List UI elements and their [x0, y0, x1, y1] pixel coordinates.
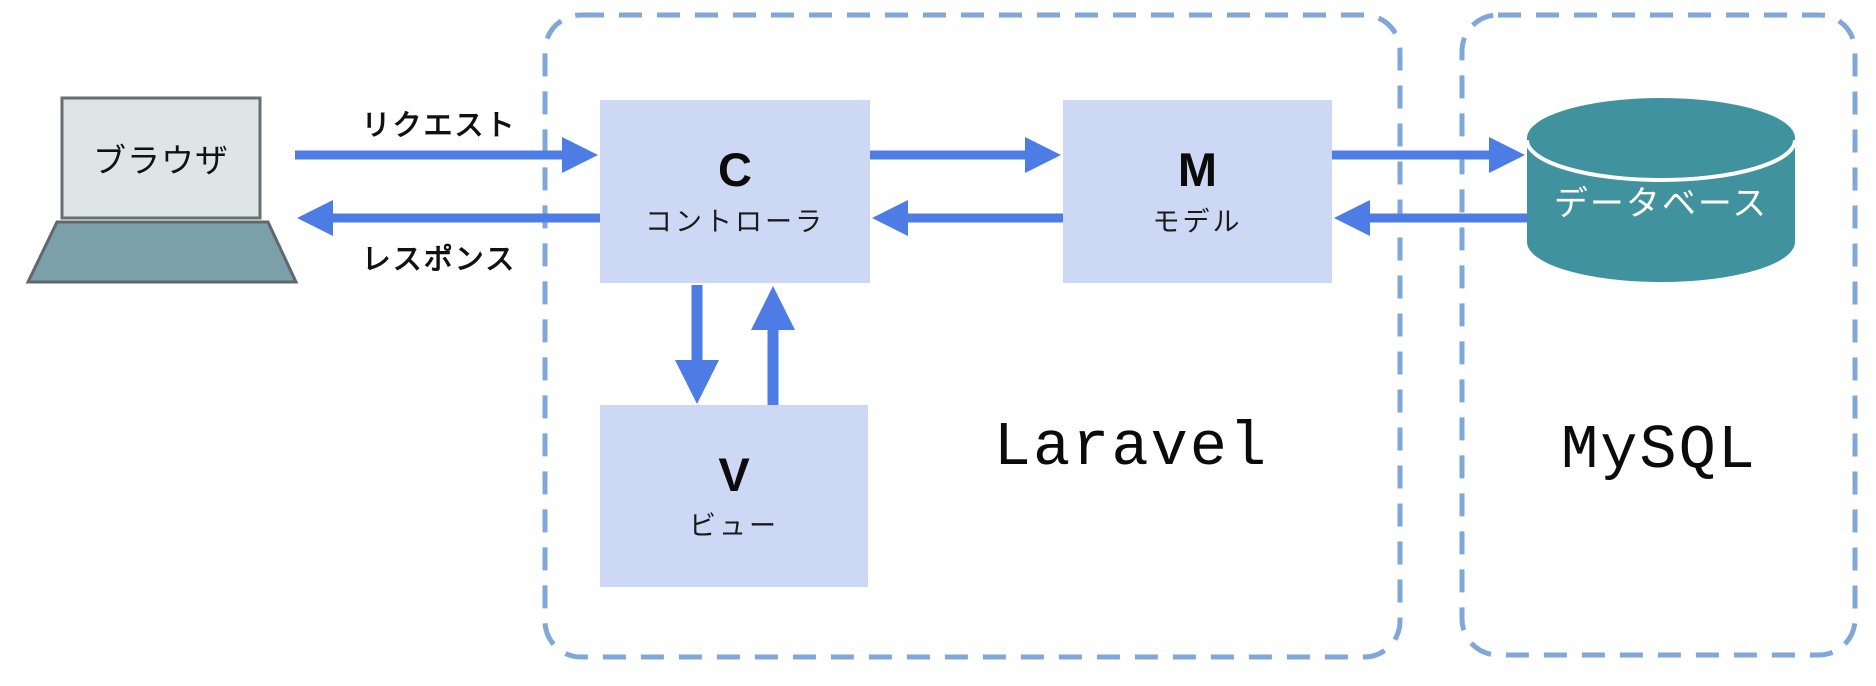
response-label: レスポンス	[361, 244, 517, 276]
controller-letter: C	[718, 143, 752, 197]
mysql-zone-label: MySQL	[1560, 415, 1758, 486]
model-label: モデル	[1152, 206, 1243, 237]
database-cylinder-body	[1527, 98, 1795, 282]
laravel-zone-frame	[542, 12, 1403, 660]
controller-node: C コントローラ	[600, 100, 870, 283]
database-cylinder-rim	[1525, 139, 1797, 182]
mysql-zone-frame	[1459, 12, 1858, 658]
request-label: リクエスト	[361, 110, 517, 142]
laravel-zone-label: Laravel	[993, 412, 1269, 483]
model-letter: M	[1177, 143, 1218, 197]
view-label: ビュー	[689, 511, 779, 542]
laptop-screen	[60, 96, 262, 220]
browser-label: ブラウザ	[93, 142, 229, 179]
database-label: データベース	[1553, 184, 1769, 223]
model-node: M モデル	[1063, 100, 1332, 283]
laptop-icon	[25, 96, 299, 284]
view-node: V ビュー	[600, 405, 868, 587]
laptop-keyboard	[25, 220, 299, 284]
controller-label: コントローラ	[645, 206, 825, 237]
database-cylinder-icon	[1525, 98, 1797, 282]
view-letter: V	[718, 447, 750, 501]
